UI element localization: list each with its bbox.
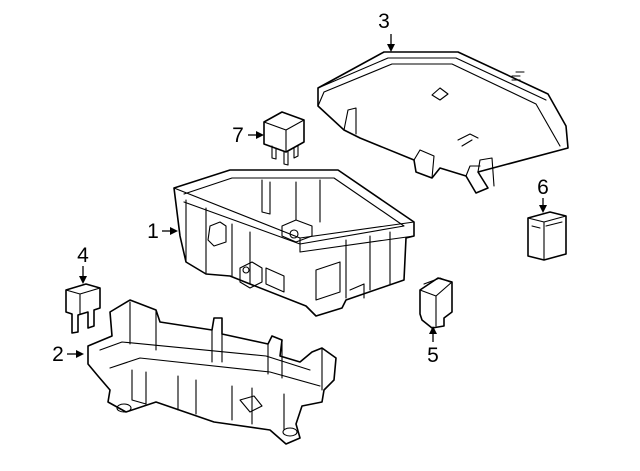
callout-5: 5 — [427, 326, 439, 367]
arrowhead-3 — [387, 44, 395, 52]
callout-label-2: 2 — [52, 343, 64, 366]
arrowhead-6 — [539, 205, 547, 213]
callout-label-7: 7 — [232, 124, 244, 147]
callout-4: 4 — [77, 244, 89, 284]
relay — [263, 111, 305, 166]
callout-label-3: 3 — [378, 10, 390, 33]
callout-6: 6 — [537, 176, 549, 213]
callout-label-6: 6 — [537, 176, 549, 199]
callout-label-1: 1 — [147, 220, 159, 243]
maxi-fuse — [527, 211, 567, 261]
lower-bracket — [87, 299, 337, 445]
callout-2: 2 — [52, 343, 84, 366]
callout-label-5: 5 — [427, 344, 439, 367]
callout-3: 3 — [378, 10, 395, 52]
arrowhead-7 — [256, 131, 264, 139]
cartridge-fuse — [419, 277, 453, 329]
arrowhead-1 — [170, 227, 178, 235]
arrowhead-5 — [429, 326, 437, 334]
callout-1: 1 — [147, 220, 178, 243]
arrowhead-2 — [76, 350, 84, 358]
callout-7: 7 — [232, 124, 264, 147]
callout-label-4: 4 — [77, 244, 89, 267]
fuse-box-housing — [173, 169, 415, 317]
arrowhead-4 — [79, 276, 87, 284]
blade-fuse — [65, 283, 101, 334]
upper-cover — [317, 51, 569, 194]
